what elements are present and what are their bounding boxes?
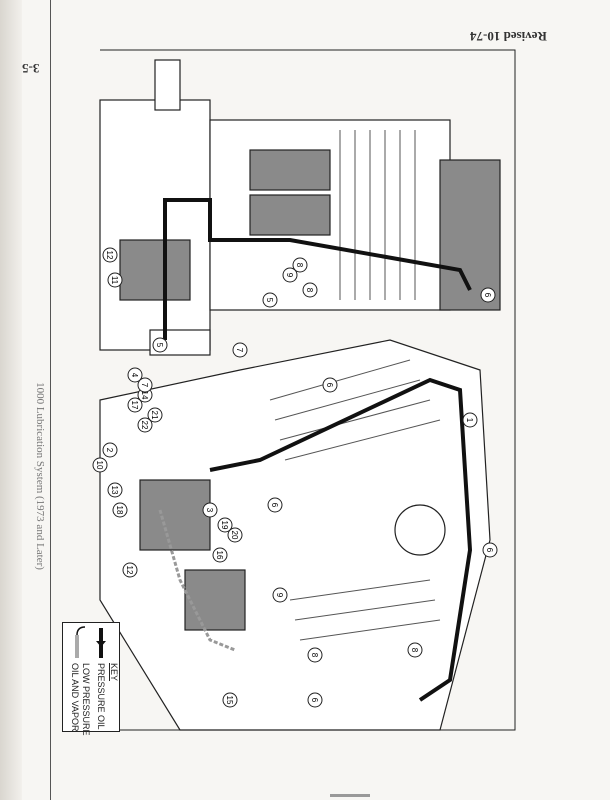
svg-text:6: 6	[270, 503, 279, 508]
svg-text:6: 6	[483, 293, 492, 298]
svg-text:12: 12	[105, 251, 114, 260]
key-low-pressure-line2: OIL AND VAPOR	[70, 663, 80, 732]
pressure-oil-path-lower	[209, 377, 473, 702]
svg-text:1: 1	[465, 418, 474, 423]
upper-callout: 8	[292, 257, 308, 273]
lower-callout: 6	[267, 497, 283, 513]
lower-callout: 2	[102, 442, 118, 458]
svg-text:15: 15	[225, 696, 234, 705]
upper-callout: 6	[480, 287, 496, 303]
svg-text:7: 7	[235, 348, 244, 353]
svg-text:8: 8	[310, 653, 319, 658]
svg-text:22: 22	[140, 421, 149, 430]
svg-text:16: 16	[215, 551, 224, 560]
binding-shadow	[0, 0, 22, 800]
lower-callout: 6	[307, 692, 323, 708]
upper-callout: 12	[102, 247, 118, 263]
svg-text:3: 3	[205, 508, 214, 513]
figure-caption: 1000 Lubrication System (1973 and Later)	[34, 382, 46, 570]
svg-text:9: 9	[285, 273, 294, 278]
lower-engine-view	[99, 339, 491, 731]
lower-callout: 21	[147, 407, 163, 423]
lower-callout: 3	[202, 502, 218, 518]
upper-callout: 5	[262, 292, 278, 308]
svg-text:5: 5	[155, 343, 164, 348]
lower-callout: 17	[127, 397, 143, 413]
legend-arrows-icon	[75, 626, 106, 658]
legend-key: KEY PRESSURE OIL LOW PRESSURE OIL AND VA…	[62, 622, 120, 736]
svg-text:6: 6	[325, 383, 334, 388]
lower-callout: 19	[217, 517, 233, 533]
lower-callout: 6	[322, 377, 338, 393]
low-pressure-oil-path	[158, 509, 236, 652]
lower-callout: 7	[137, 377, 153, 393]
lower-callout: 16	[212, 547, 228, 563]
svg-text:5: 5	[265, 298, 274, 303]
svg-text:20: 20	[230, 531, 239, 540]
upper-callout: 11	[107, 272, 123, 288]
key-title: KEY	[109, 663, 119, 682]
svg-text:8: 8	[305, 288, 314, 293]
svg-text:8: 8	[410, 648, 419, 653]
upper-crankcase-section	[99, 59, 501, 356]
lower-callout: 9	[272, 587, 288, 603]
page-mark	[330, 794, 370, 797]
svg-text:14: 14	[140, 391, 149, 400]
svg-text:18: 18	[115, 506, 124, 515]
lower-callout: 6	[482, 542, 498, 558]
margin-rule	[50, 0, 51, 800]
svg-text:12: 12	[125, 566, 134, 575]
svg-text:8: 8	[295, 263, 304, 268]
svg-text:19: 19	[220, 521, 229, 530]
upper-callout: 5	[152, 337, 168, 353]
key-low-pressure-line1: LOW PRESSURE	[81, 663, 91, 736]
svg-text:4: 4	[130, 373, 139, 378]
lower-callout: 22	[137, 417, 153, 433]
svg-text:7: 7	[140, 383, 149, 388]
pressure-oil-path-upper	[163, 198, 472, 340]
page-number: 3-5	[22, 61, 40, 76]
lower-callout: 1	[462, 412, 478, 428]
svg-text:6: 6	[485, 548, 494, 553]
lower-callout: 13	[107, 482, 123, 498]
lower-callout: 20	[227, 527, 243, 543]
key-pressure-oil: PRESSURE OIL	[96, 663, 106, 730]
svg-text:21: 21	[150, 411, 159, 420]
lower-callout: 12	[122, 562, 138, 578]
lower-callout: 8	[407, 642, 423, 658]
svg-text:17: 17	[130, 401, 139, 410]
svg-text:13: 13	[110, 486, 119, 495]
lower-callout: 15	[222, 692, 238, 708]
svg-text:6: 6	[310, 698, 319, 703]
upper-callout: 7	[232, 342, 248, 358]
svg-text:9: 9	[275, 593, 284, 598]
upper-callout: 8	[302, 282, 318, 298]
lower-callout: 4	[127, 367, 143, 383]
lower-callout: 18	[112, 502, 128, 518]
lower-callout: 10	[92, 457, 108, 473]
svg-text:11: 11	[110, 276, 119, 285]
svg-text:10: 10	[95, 461, 104, 470]
svg-text:2: 2	[105, 448, 114, 453]
lower-callout: 8	[307, 647, 323, 663]
upper-callout: 9	[282, 267, 298, 283]
